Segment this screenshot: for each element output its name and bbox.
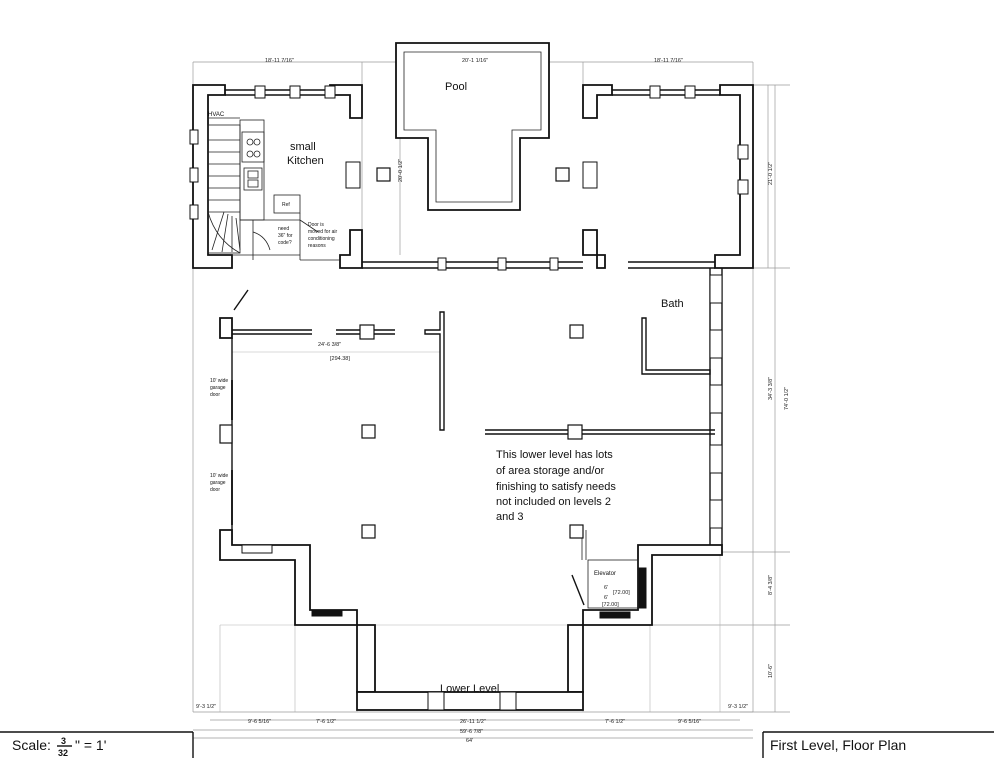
main-hall-walls [219, 268, 723, 711]
door-note-line1: Door is [308, 222, 324, 228]
door-note-line4: reasons [308, 243, 326, 249]
room-labels: Pool small Kitchen HVAC Ref Bath Elevato… [208, 81, 684, 695]
hvac-label: HVAC [208, 112, 225, 118]
dim-elev-6a: 6' [604, 585, 608, 591]
kitchen-label-line1: small [290, 141, 316, 153]
dim-right-bottom: 10'-6" [768, 664, 774, 678]
dim-right-side: 9'-3 1/2" [728, 704, 748, 710]
dim-interior-span: 24'-6 3/8" [318, 342, 341, 348]
scale-rest: " = 1' [75, 737, 106, 753]
need-note-line1: need [278, 226, 289, 232]
need-note-line2: 36" for [278, 233, 293, 239]
dim-bottom-seg1: 9'-6 5/16" [248, 719, 271, 725]
main-note-line2: of area storage and/or [496, 465, 605, 477]
garage-door-2-line2: garage [210, 480, 226, 486]
dim-bottom-total-inner: 59'-6 7/8" [460, 729, 483, 735]
dim-elev-h: [72.00] [602, 602, 619, 608]
dim-bottom-seg4: 7'-6 1/2" [605, 719, 625, 725]
dim-left-side: 9'-3 1/2" [196, 704, 216, 710]
dimension-lines [192, 61, 790, 739]
garage-door-2-line1: 10' wide [210, 473, 228, 479]
dim-interior-bracket: [294.38] [330, 356, 350, 362]
bath-label: Bath [661, 298, 684, 310]
scale-denominator: 32 [58, 748, 68, 758]
dim-bottom-seg3: 26'-11 1/2" [460, 719, 486, 725]
scale-label: Scale: [12, 737, 51, 753]
dim-pool-side: 20'-0 1/2" [398, 159, 404, 182]
sheet-title: First Level, Floor Plan [770, 737, 906, 753]
door-note-line3: conditioning [308, 236, 335, 242]
need-note-line3: code? [278, 240, 292, 246]
main-note-line4: not included on levels 2 [496, 496, 611, 508]
garage-door-1-line2: garage [210, 385, 226, 391]
dim-right-mid: 34'-3 3/8" [768, 377, 774, 400]
main-note-line1: This lower level has lots [496, 449, 613, 461]
kitchen-label-line2: Kitchen [287, 155, 324, 167]
dim-right-low: 8'-4 3/8" [768, 575, 774, 595]
dim-top-right: 18'-11 7/16" [654, 58, 683, 64]
dimension-labels: 18'-11 7/16" 20'-1 1/16" 18'-11 7/16" 24… [196, 58, 790, 744]
kitchen-wing-walls [189, 84, 363, 269]
pool-structure [395, 42, 550, 211]
dim-bottom-seg5: 9'-6 5/16" [678, 719, 701, 725]
dim-bottom-total-outer: 64' [466, 738, 473, 744]
dim-top-mid: 20'-1 1/16" [462, 58, 488, 64]
dim-top-left: 18'-11 7/16" [265, 58, 294, 64]
dim-bottom-seg2: 7'-6 1/2" [316, 719, 336, 725]
pool-label: Pool [445, 81, 467, 93]
courtyard-walls [345, 161, 598, 271]
garage-door-1-line3: door [210, 392, 220, 398]
lower-level-label: Lower Level [440, 683, 499, 695]
main-note-line3: finishing to satisfy needs [496, 481, 616, 493]
dim-right-overall: 74'-0 1/2" [784, 387, 790, 410]
dim-elev-6b: 6' [604, 595, 608, 601]
dim-elev-w: [72.00] [613, 590, 630, 596]
door-note-line2: moved for air [308, 229, 338, 235]
scale-numerator: 3 [61, 736, 66, 746]
title-block: Scale: 3 32 " = 1' First Level, Floor Pl… [0, 731, 994, 758]
garage-door-1-line1: 10' wide [210, 378, 228, 384]
main-note-line5: and 3 [496, 511, 524, 523]
annotation-notes: need 36" for code? Door is moved for air… [210, 222, 616, 523]
ref-label: Ref [282, 202, 290, 208]
east-wing-walls [582, 84, 754, 269]
elevator-label: Elevator [594, 571, 616, 577]
dim-right-top: 21'-0 1/2" [768, 162, 774, 185]
garage-door-2-line3: door [210, 487, 220, 493]
